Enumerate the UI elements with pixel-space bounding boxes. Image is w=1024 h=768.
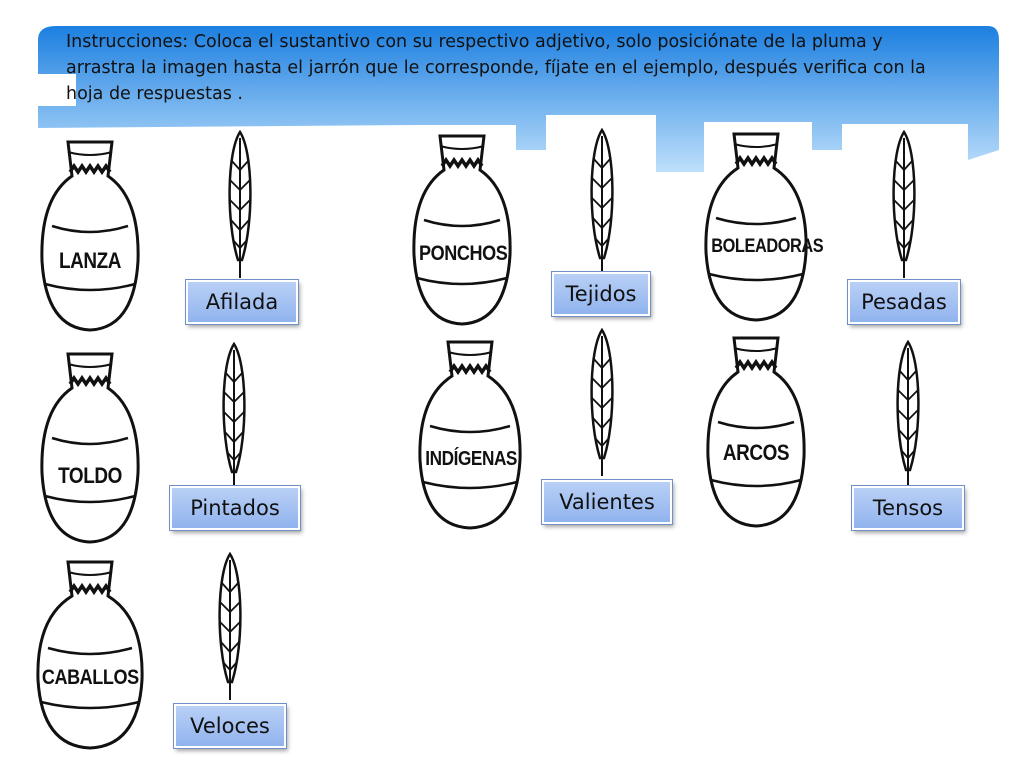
feather-icon[interactable]	[584, 328, 620, 478]
feather-icon[interactable]	[886, 130, 922, 280]
adjective-label: Tejidos	[565, 282, 637, 306]
adjective-label: Pesadas	[861, 290, 947, 314]
vase-icon	[418, 340, 522, 530]
header-banner	[36, 26, 999, 172]
adjective-label: Tensos	[872, 496, 944, 520]
vase-boleadoras: BOLEADORAS	[704, 128, 824, 322]
vase-icon	[36, 560, 144, 750]
adjective-label: Valientes	[559, 490, 655, 514]
vase-icon	[704, 132, 808, 322]
vase-ponchos: PONCHOS	[412, 130, 512, 326]
vase-icon	[40, 352, 140, 544]
adjective-card-tensos[interactable]: Tensos	[852, 486, 964, 530]
adjective-label: Afilada	[205, 290, 279, 314]
vase-icon	[706, 336, 806, 528]
vase-caballos: CABALLOS	[34, 556, 146, 750]
adjective-card-pesadas[interactable]: Pesadas	[848, 280, 960, 324]
vase-icon	[40, 140, 140, 332]
adjective-card-veloces[interactable]: Veloces	[174, 704, 286, 748]
vase-toldo: TOLDO	[40, 348, 140, 544]
vase-label: INDÍGENAS	[425, 448, 517, 470]
vase-indigenas: INDÍGENAS	[418, 336, 522, 530]
adjective-label: Veloces	[190, 714, 270, 738]
vase-label: PONCHOS	[419, 242, 508, 265]
instructions-text: Instrucciones: Coloca el sustantivo con …	[66, 32, 926, 104]
feather-icon[interactable]	[890, 340, 926, 490]
adjective-label: Pintados	[190, 496, 280, 520]
vase-label: BOLEADORAS	[711, 236, 824, 257]
adjective-card-valientes[interactable]: Valientes	[542, 480, 672, 524]
adjective-card-tejidos[interactable]: Tejidos	[552, 272, 650, 316]
feather-icon[interactable]	[222, 130, 258, 280]
vase-icon	[412, 134, 512, 326]
feather-icon[interactable]	[584, 128, 620, 278]
vase-label: ARCOS	[722, 440, 790, 465]
feather-icon[interactable]	[212, 552, 248, 702]
vase-label: TOLDO	[58, 463, 122, 488]
vase-label: LANZA	[59, 248, 121, 273]
vase-arcos: ARCOS	[706, 332, 806, 528]
vase-lanza: LANZA	[40, 136, 140, 332]
feather-icon[interactable]	[216, 342, 252, 492]
vase-label: CABALLOS	[41, 666, 139, 689]
adjective-card-afilada[interactable]: Afilada	[186, 280, 298, 324]
adjective-card-pintados[interactable]: Pintados	[170, 486, 300, 530]
